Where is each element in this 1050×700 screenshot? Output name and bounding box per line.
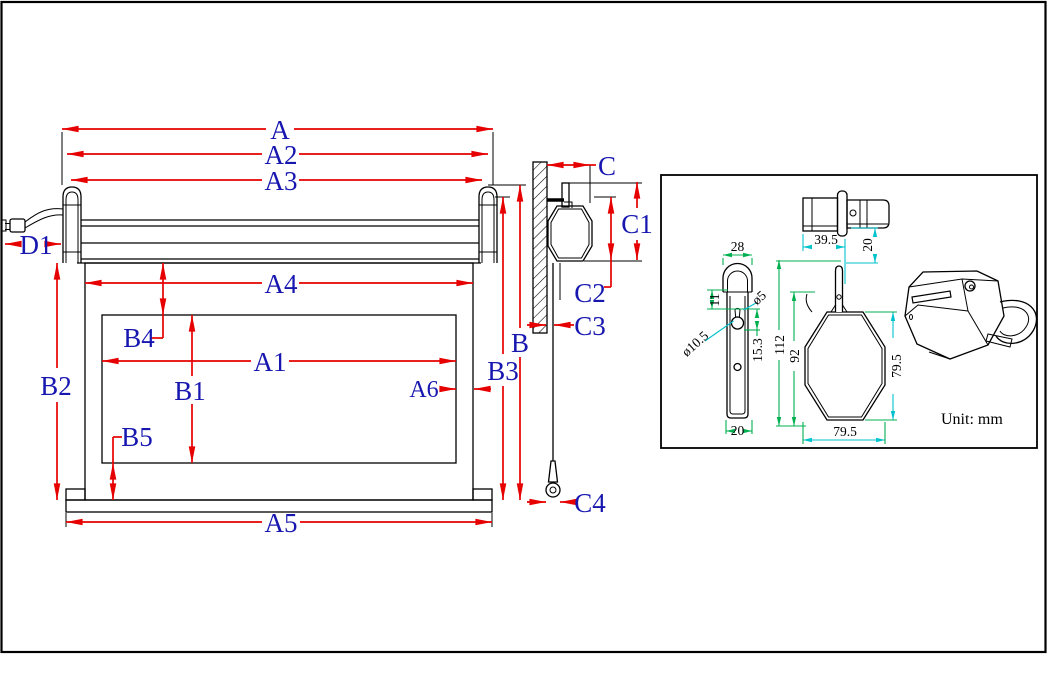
left-end-bracket	[62, 186, 82, 263]
dim-label-c1: C1	[621, 209, 653, 239]
octagon-tube-part	[804, 265, 886, 421]
dim-label-b5: B5	[121, 422, 153, 452]
hanging-fabric	[552, 263, 561, 461]
dim-label-a3: A3	[265, 166, 298, 196]
dim-octagon-overall-height: 112	[772, 335, 787, 355]
dim-label-a6: A6	[409, 377, 438, 403]
dim-label-a1: A1	[254, 347, 287, 377]
dim-label-b2: B2	[40, 371, 72, 401]
right-end-bracket	[478, 186, 498, 263]
dim-label-a2: A2	[265, 140, 298, 170]
dim-label-c3: C3	[574, 311, 606, 341]
housing-cassette	[77, 219, 481, 264]
unit-note: Unit: mm	[941, 411, 1003, 428]
side-view-dimensions: C C1 C2 C3 C4	[527, 151, 653, 518]
dim-label-b4: B4	[123, 323, 155, 353]
power-cord	[24, 208, 64, 229]
wall-bracket-side	[547, 182, 642, 208]
dim-octagon-width: 79.5	[833, 424, 857, 439]
dim-bracket-top-width: 28	[731, 239, 745, 254]
dim-shaft-body-length: 39.5	[814, 232, 838, 247]
wall-hook-bracket-part	[722, 262, 753, 419]
dim-label-a: A	[270, 115, 290, 145]
dim-bracket-slot-length: 15.3	[750, 338, 765, 362]
dim-octagon-body-height: 92	[787, 349, 802, 363]
dim-label-a4: A4	[265, 269, 298, 299]
dim-label-c: C	[598, 151, 616, 181]
bracket-dimensions: 28 11 15.3 20 ø5 ø10.5	[679, 239, 770, 438]
detail-panel: 28 11 15.3 20 ø5 ø10.5	[660, 174, 1038, 449]
side-view	[532, 161, 642, 498]
dim-label-c2: C2	[574, 278, 606, 308]
octagon-tube-side	[547, 205, 593, 262]
dim-label-c4: C4	[574, 488, 606, 518]
dim-bracket-keyhole-dia: ø10.5	[679, 328, 712, 360]
power-plug	[1, 218, 26, 233]
wall-section	[532, 161, 548, 334]
pull-tab-ring	[545, 460, 561, 498]
dim-label-b3: B3	[487, 356, 519, 386]
dim-bracket-bottom-width: 20	[731, 423, 745, 438]
dim-shaft-tab-height: 20	[860, 238, 875, 252]
dim-label-b: B	[511, 328, 529, 358]
roller-shaft-part	[802, 190, 890, 237]
octagon-dimensions: 112 92 79.5 79.5	[772, 260, 904, 444]
dim-octagon-side-height: 79.5	[889, 354, 904, 378]
dia-leader	[704, 320, 734, 342]
detail-panel-border	[660, 174, 1038, 449]
dim-label-b1: B1	[174, 376, 206, 406]
dim-bracket-hook-band: 11	[707, 294, 722, 307]
shaft-dimensions: 39.5 20	[802, 227, 878, 284]
end-cap-3d-view	[904, 270, 1038, 360]
dim-label-a5: A5	[265, 508, 298, 538]
bottom-bar	[65, 488, 493, 513]
dim-label-d1: D1	[20, 230, 53, 260]
sheet-border	[0, 0, 1047, 654]
dia-leader	[743, 302, 757, 311]
front-view-dimensions: A A2 A3 A4 A1 A5 A6 D1 B2 B4 B1	[5, 115, 529, 538]
